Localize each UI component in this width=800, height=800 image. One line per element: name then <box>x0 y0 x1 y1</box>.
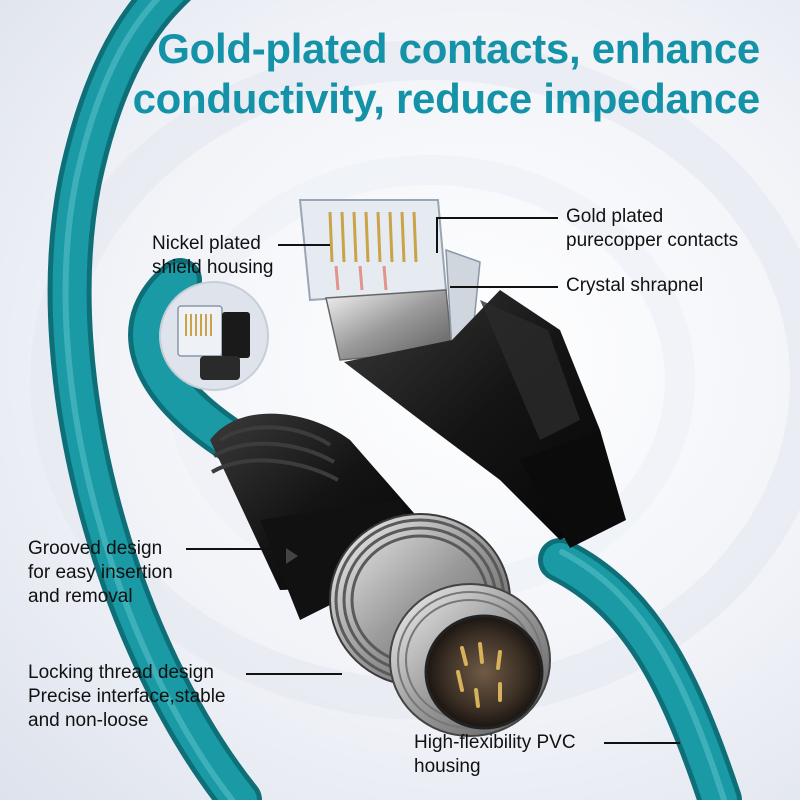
label-locking-thread-line-2: Precise interface,stable <box>28 686 226 707</box>
headline-line-1: Gold-plated contacts, enhance <box>157 25 760 72</box>
label-grooved-line-3: and removal <box>28 586 133 607</box>
label-grooved-line-2: for easy insertion <box>28 562 173 583</box>
headline-line-2: conductivity, reduce impedance <box>132 75 761 122</box>
rj45-connector <box>298 199 626 548</box>
cable <box>47 0 742 800</box>
label-locking-thread-line-3: and non-loose <box>28 710 149 731</box>
leader-pvc-housing <box>604 742 680 744</box>
m12-connector <box>210 413 551 737</box>
rj45-inset <box>159 281 269 391</box>
leader-crystal-shrapnel <box>450 286 558 288</box>
label-gold-contacts-line-2: purecopper contacts <box>566 230 739 251</box>
label-crystal-shrapnel: Crystal shrapnel <box>566 275 704 296</box>
leader-gold-contacts-v <box>436 217 438 253</box>
label-grooved-line-1: Grooved design <box>28 538 163 559</box>
label-locking-thread-line-1: Locking thread design <box>28 662 214 683</box>
leader-nickel-shield <box>278 244 330 246</box>
leader-locking-thread <box>246 673 342 675</box>
leader-gold-contacts-h <box>436 217 558 219</box>
label-pvc-housing-line-2: housing <box>414 756 481 777</box>
label-nickel-shield-line-2: shield housing <box>152 257 274 278</box>
label-pvc-housing-line-1: High-flexibility PVC <box>414 732 576 753</box>
leader-grooved <box>186 548 282 550</box>
label-nickel-shield-line-1: Nickel plated <box>152 233 261 254</box>
label-gold-contacts-line-1: Gold plated <box>566 206 664 227</box>
